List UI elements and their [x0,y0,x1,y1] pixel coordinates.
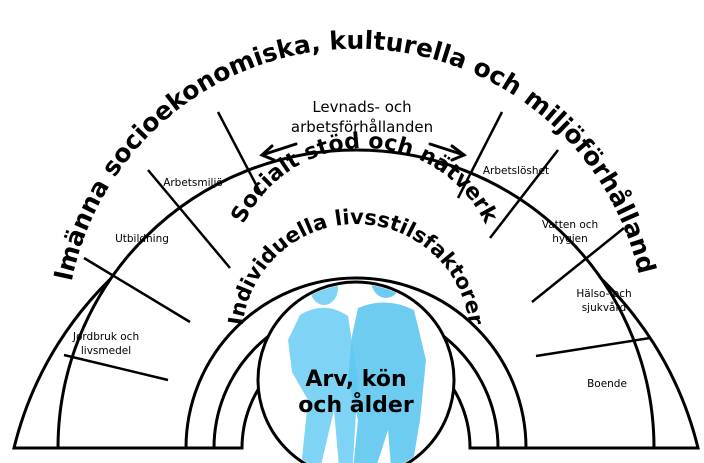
segment-label-right-2: sjukvård [582,301,627,314]
segment-label-right-3: Boende [587,378,627,390]
living-conditions-label: arbetsförhållanden [291,118,433,136]
segment-label-right-0: Arbetslöshet [483,165,549,177]
segment-label-right-1: Vatten och [542,219,598,231]
segment-label-left-2: Jordbruk och [72,331,139,343]
core-label: Arv, kön [305,367,406,392]
living-conditions-label: Levnads- och [312,98,411,116]
segment-label-right-2: Hälso- och [576,288,631,300]
segment-label-left-1: Utbildning [115,233,169,245]
segment-label-right-1: hygien [552,233,588,245]
core-label: och ålder [298,392,414,418]
segment-label-left-0: Arbetsmiljö [163,177,223,189]
segment-label-left-2: livsmedel [81,345,131,357]
